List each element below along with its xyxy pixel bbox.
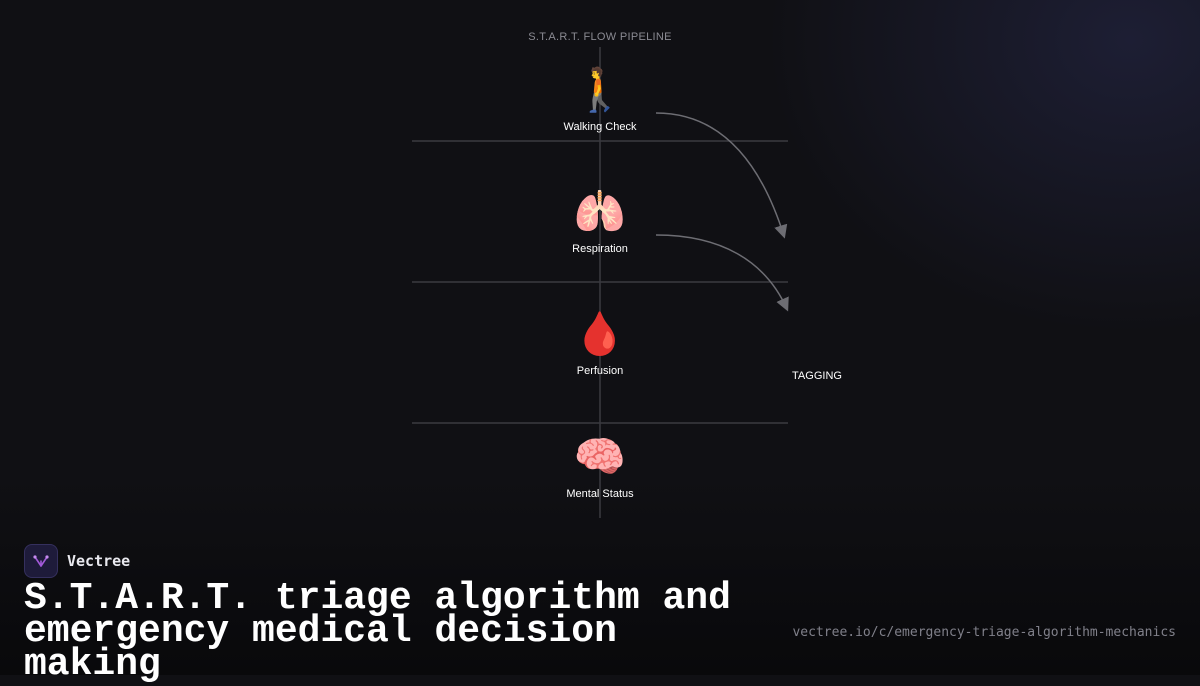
step-perfusion: 🩸 Perfusion bbox=[500, 309, 700, 377]
course-url[interactable]: vectree.io/c/emergency-triage-algorithm-… bbox=[792, 625, 1176, 640]
respiration-to-tagging-arrow bbox=[655, 234, 789, 312]
step-label: Respiration bbox=[572, 243, 628, 255]
pipeline-title: S.T.A.R.T. FLOW PIPELINE bbox=[528, 31, 672, 43]
brain-icon: 🧠 bbox=[573, 433, 627, 480]
page-title: S.T.A.R.T. triage algorithm and emergenc… bbox=[24, 577, 731, 686]
step-mental-status: 🧠 Mental Status bbox=[500, 432, 700, 500]
brand-name: Vectree bbox=[67, 552, 131, 570]
blood-drop-icon: 🩸 bbox=[573, 310, 627, 357]
walking-to-tagging-arrow bbox=[655, 112, 788, 239]
lungs-icon: 🫁 bbox=[573, 188, 627, 235]
walking-person-icon: 🚶 bbox=[573, 66, 627, 113]
brand[interactable]: Vectree bbox=[24, 544, 130, 578]
vectree-logo-icon bbox=[24, 544, 58, 578]
step-label: Walking Check bbox=[563, 121, 637, 133]
tagging-label: TAGGING bbox=[792, 370, 842, 382]
step-respiration: 🫁 Respiration bbox=[500, 187, 700, 255]
step-walking-check: 🚶 Walking Check bbox=[500, 65, 700, 133]
step-label: Mental Status bbox=[566, 488, 634, 500]
step-label: Perfusion bbox=[576, 365, 624, 377]
